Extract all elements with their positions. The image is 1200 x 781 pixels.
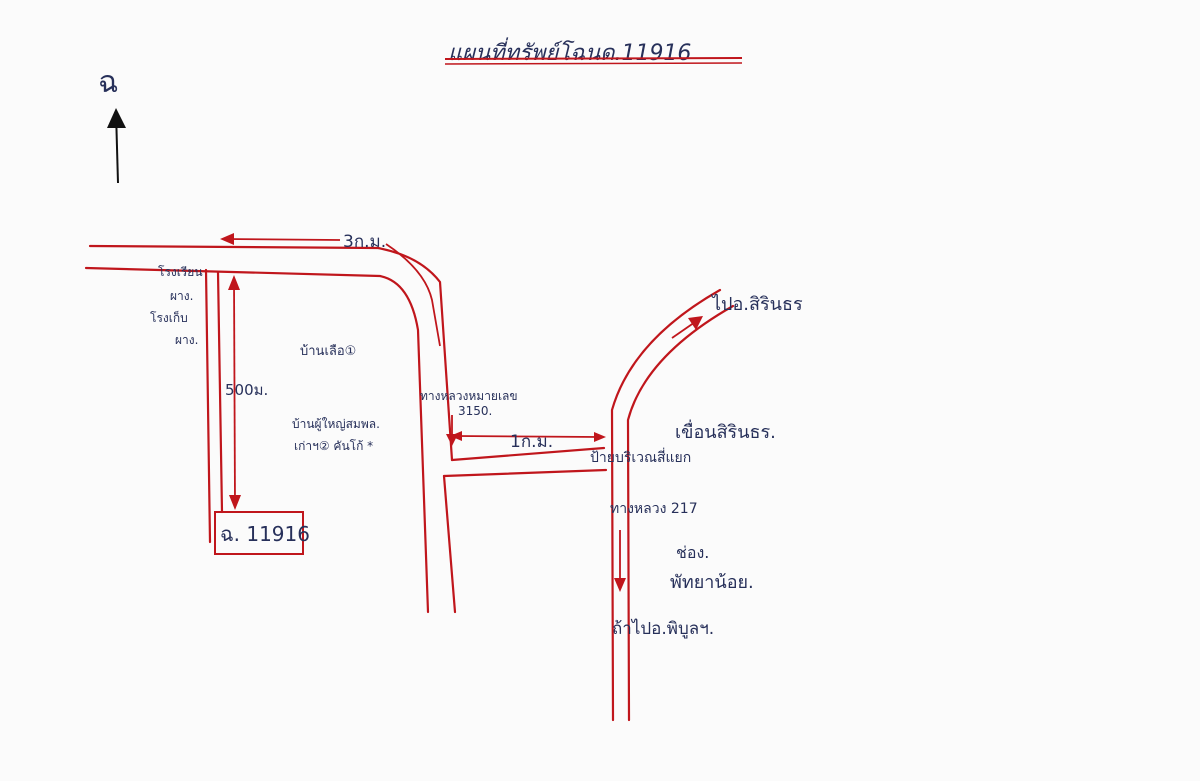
distance-arrow-curve: [385, 243, 441, 347]
label-highway-217: ทางหลวง 217: [610, 501, 698, 517]
label-highway-3150: ทางหลวงหมายเลข 3150.: [420, 389, 521, 418]
road-side-upper: [450, 446, 606, 462]
label-dam: เขื่อนสิรินธร.: [675, 419, 776, 443]
distance-top-label: 3ก.ม.: [343, 232, 386, 252]
road-side-lower: [442, 468, 608, 478]
north-arrow-icon: [107, 108, 126, 128]
arrow-217-down-head: [614, 578, 626, 592]
label-to-sirindhorn: ไปอ.สิรินธร: [710, 293, 803, 315]
title-underline-2: [444, 62, 743, 65]
label-pass: ช่อง.: [676, 543, 709, 562]
road-top-upper: [88, 244, 454, 462]
parcel-label: ฉ. 11916: [220, 522, 310, 546]
distance-arrow-vertical-top: [228, 275, 240, 290]
distance-arrow-top-head: [220, 233, 234, 245]
label-turn-sign: ป้ายบริเวณสี่แยก: [590, 448, 691, 466]
label-house-near: บ้านผู้ใหญ่สมพล. เก่าฯ② คันโก้ *: [292, 417, 384, 453]
distance-arrow-top: [223, 238, 341, 241]
road-left-b: [216, 270, 224, 514]
distance-arrow-side: [454, 435, 601, 438]
distance-arrow-vertical-bottom: [229, 495, 241, 510]
road-217-right: [626, 304, 735, 722]
distance-vertical-label: 500ม.: [225, 381, 268, 399]
label-pattaya: พัทยาน้อย.: [670, 572, 754, 593]
distance-arrow-side-right: [594, 432, 606, 442]
parcel-box: [214, 511, 304, 555]
distance-arrow-vertical: [233, 279, 236, 506]
title-underline: [444, 57, 743, 60]
distance-side-label: 1ก.ม.: [510, 432, 553, 452]
label-village: บ้านเลือ①: [300, 343, 356, 359]
label-school: โรงเรียน ผาง. โรงเก็บ ผาง.: [150, 265, 206, 347]
arrow-down-main-head: [446, 434, 458, 446]
north-label: ฉ: [98, 65, 118, 100]
road-main-right: [442, 474, 457, 614]
road-left-a: [204, 268, 212, 544]
road-217-left: [610, 288, 722, 722]
road-top-lower: [84, 266, 430, 614]
map-title: แผนที่ทรัพย์โฉนด.11916: [448, 37, 691, 66]
label-to-phibun: ถ้าไปอ.พิบูลฯ.: [612, 618, 714, 639]
arrow-to-sirindhorn-head: [688, 316, 703, 330]
